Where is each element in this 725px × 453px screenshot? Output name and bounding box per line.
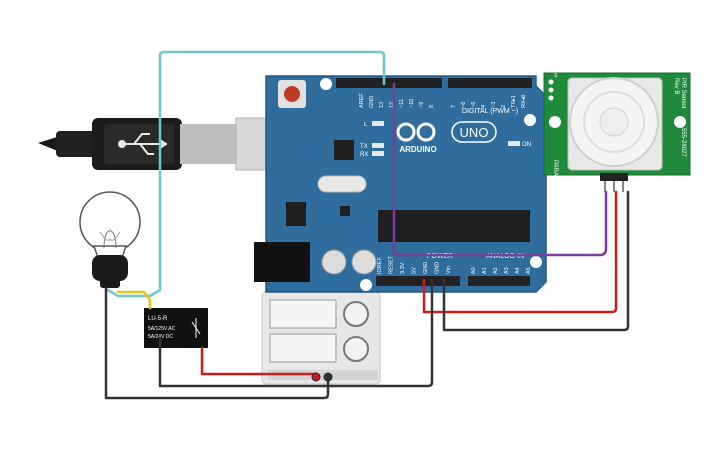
power-module[interactable] — [261, 291, 381, 385]
wire-cyan — [106, 50, 386, 298]
top-pin-label-6: ~9 — [419, 102, 425, 108]
analog-pin-label-3: A3 — [504, 267, 510, 274]
power-pin-label-5: GND — [435, 262, 441, 274]
relay-rating-ac: 5A/125V AC — [148, 326, 176, 332]
top-pin-label-3: 12 — [389, 102, 395, 108]
top-pin-label-b-1: ~6 — [461, 102, 467, 108]
terminal-red[interactable] — [311, 372, 321, 382]
rx-led-label: RX — [360, 152, 368, 158]
relay-module[interactable]: LU-5-R 5A/125V AC 5A/24V DC — [144, 308, 208, 348]
power-label: POWER — [427, 253, 453, 260]
top-pin-label-4: ~11 — [399, 99, 405, 108]
power-pin-label-2: 3.3V — [400, 262, 406, 274]
pir-pin-s: S — [554, 73, 558, 79]
top-pin-label-b-2: ~5 — [471, 102, 477, 108]
power-pin-label-6: Vin — [446, 266, 452, 274]
top-pin-label-b-7: RX◂0 — [521, 95, 527, 108]
pir-part-label: 555-28027 — [680, 128, 686, 157]
top-pin-label-b-3: 4 — [481, 105, 487, 108]
power-pin-labels: IOREF RESET 3.3V 5V GND GND Vin — [377, 255, 452, 274]
analog-pin-label-2: A2 — [493, 267, 499, 274]
arduino-board[interactable]: L TX RX ON UNO ARDUINO DIGITAL (PWM ~) P… — [254, 75, 547, 293]
wire-black-bulb — [104, 286, 330, 400]
top-pin-label-7: 8 — [429, 105, 435, 108]
top-pin-label-0: AREF — [359, 93, 365, 108]
analog-pin-label-1: A1 — [482, 267, 488, 274]
arduino-logo-icon — [396, 122, 436, 142]
analog-pin-label-5: A5 — [526, 267, 532, 274]
wire-red-pir — [422, 190, 618, 314]
relay-model: LU-5-R — [148, 316, 168, 322]
light-bulb-icon[interactable] — [79, 191, 141, 288]
wire-yellow — [116, 290, 152, 310]
power-pin-label-0: IOREF — [377, 257, 383, 274]
analog-pin-label-4: A4 — [515, 267, 521, 274]
power-pin-label-1: RESET — [389, 255, 395, 274]
top-pin-label-5: ~10 — [409, 99, 415, 108]
power-pin-label-4: GND — [423, 262, 429, 274]
top-pin-label-b-5: 2 — [501, 105, 507, 108]
reset-button[interactable] — [278, 80, 306, 108]
digital-label: DIGITAL (PWM ~) — [462, 108, 518, 115]
power-pin-label-3: 5V — [412, 267, 418, 274]
pir-title-label: PIR Sensor — [680, 78, 686, 109]
board-brand: ARDUINO — [399, 145, 436, 154]
tx-led-label: TX — [360, 144, 368, 150]
pir-rev-label: Rev B — [673, 78, 679, 94]
pir-brand-label: PARALLAX — [552, 160, 558, 191]
terminal-black[interactable] — [323, 372, 333, 382]
top-pin-label-1: GND — [369, 96, 375, 108]
analog-label: ANALOG IN — [486, 253, 524, 260]
top-pin-label-2: 13 — [379, 102, 385, 108]
analog-pin-labels: A0 A1 A2 A3 A4 A5 — [471, 267, 532, 274]
top-pin-label-b-0: 7 — [451, 105, 457, 108]
wire-black-relay — [158, 278, 434, 388]
analog-pin-label-0: A0 — [471, 267, 477, 274]
pir-sensor[interactable]: S PARALLAX PIR Sensor Rev B 555-28027 — [543, 72, 691, 192]
top-pin-labels: AREF GND 13 12 ~11 ~10 ~9 8 7 ~6 ~5 4 ~3 2 TX▸1 RX◂0 — [359, 93, 527, 108]
top-pin-label-b-4: ~3 — [491, 102, 497, 108]
board-model: UNO — [460, 125, 489, 140]
wires — [104, 50, 630, 400]
wire-black-pir — [442, 190, 630, 332]
wire-purple — [392, 82, 608, 257]
top-pin-label-b-6: TX▸1 — [511, 95, 517, 108]
on-led-label: ON — [522, 142, 531, 148]
l-led-label: L — [364, 122, 368, 128]
